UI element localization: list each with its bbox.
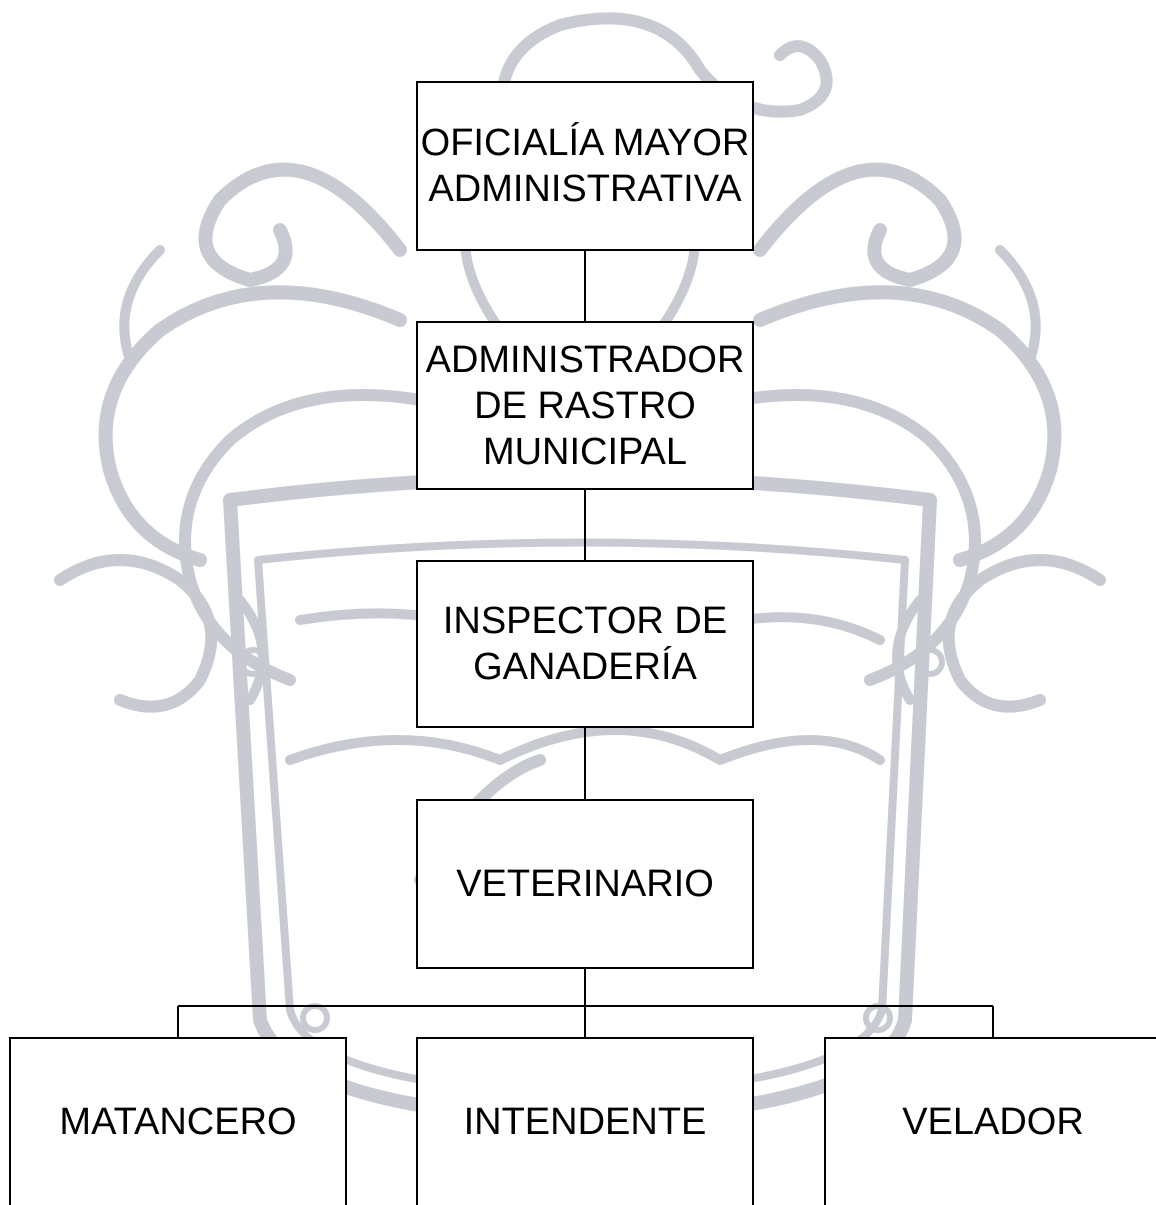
velador-box[interactable]: VELADOR <box>824 1037 1156 1205</box>
intendente-box[interactable]: INTENDENTE <box>416 1037 754 1205</box>
veterinario-box[interactable]: VETERINARIO <box>416 799 754 969</box>
oficialia-mayor-box[interactable]: OFICIALÍA MAYOR ADMINISTRATIVA <box>416 81 754 251</box>
administrador-rastro-box[interactable]: ADMINISTRADOR DE RASTRO MUNICIPAL <box>416 321 754 490</box>
matancero-box[interactable]: MATANCERO <box>9 1037 347 1205</box>
inspector-ganaderia-box[interactable]: INSPECTOR DE GANADERÍA <box>416 560 754 728</box>
